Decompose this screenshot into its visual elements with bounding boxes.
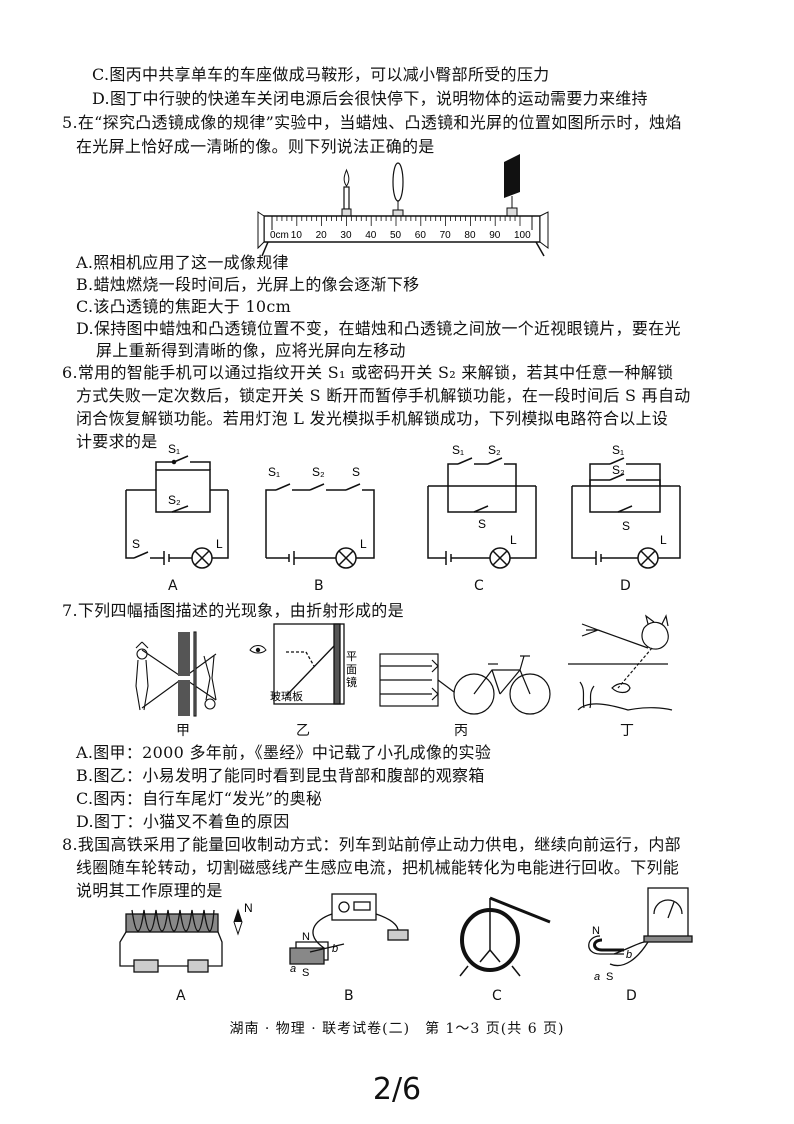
circuit-c-s2: S₂ [488, 443, 501, 457]
q5-stem-line2: 在光屏上恰好成一清晰的像。则下列说法正确的是 [76, 137, 435, 156]
q7-option-b: B.图乙：小易发明了能同时看到昆虫背部和腹部的观察箱 [76, 766, 485, 785]
ruler-tick-label: 100 [514, 230, 531, 241]
circuit-c: S₁ S₂ S L [427, 443, 537, 569]
q5-option-c: C.该凸透镜的焦距大于 10cm [76, 297, 292, 316]
circuit-a: S₁ S₂ S L [125, 442, 229, 569]
circuit-a-s2: S₂ [168, 493, 181, 507]
circuit-b-s2: S₂ [312, 465, 325, 479]
q6-stem-line3: 闭合恢复解锁功能。若用灯泡 L 发光模拟手机解锁成功，下列模拟电路符合以上设 [76, 409, 669, 428]
fig-jia-caption: 甲 [176, 723, 190, 739]
ruler-tick-label: 60 [415, 230, 427, 241]
ruler-tick-label: 40 [365, 230, 377, 241]
q5-option-d-line2: 屏上重新得到清晰的像，应将光屏向左移动 [96, 341, 406, 360]
circuit-c-s: S [478, 517, 486, 531]
page-footer: 湖南 · 物理 · 联考试卷(二) 第 1～3 页(共 6 页) [229, 1021, 565, 1037]
q8-stem-line3: 说明其工作原理的是 [76, 881, 223, 900]
circuit-b-s1: S₁ [268, 465, 280, 479]
q8-d-b: b [626, 949, 632, 961]
q8-d-a: a [594, 971, 600, 983]
ruler-tick-label: 90 [489, 230, 501, 241]
q5-option-b: B.蜡烛燃烧一段时间后，光屏上的像会逐渐下移 [76, 275, 420, 294]
ruler-tick-label: 30 [340, 230, 352, 241]
fig-ding-caption: 丁 [620, 723, 634, 739]
circuit-a-s1: S₁ [168, 442, 180, 456]
q5-option-d-line1: D.保持图中蜡烛和凸透镜位置不变，在蜡烛和凸透镜之间放一个近视眼镜片，要在光 [76, 319, 681, 338]
fig-yi-caption: 乙 [296, 723, 310, 739]
fig-yi-glass-label: 玻璃板 [270, 689, 303, 703]
q6-stem-line1: 6.常用的智能手机可以通过指纹开关 S₁ 或密码开关 S₂ 来解锁，若其中任意一… [62, 363, 674, 382]
q5-option-a: A.照相机应用了这一成像规律 [76, 253, 289, 272]
fig-bing-bike [379, 653, 551, 715]
circuit-b-l: L [360, 537, 367, 551]
circuit-d-s1: S₁ [612, 443, 624, 457]
q8-fig-a-caption: A [176, 988, 186, 1004]
q7-stem: 7.下列四幅插图描述的光现象，由折射形成的是 [62, 601, 404, 620]
q8-stem-line1: 8.我国高铁采用了能量回收制动方式：列车到站前停止动力供电，继续向前运行，内部 [62, 835, 681, 854]
q8-fig-c-caption: C [492, 988, 502, 1004]
circuit-a-s: S [132, 537, 140, 551]
ruler-tick-label: 0cm [270, 230, 289, 241]
q8-fig-c [459, 896, 551, 977]
q8-stem-line2: 线圈随车轮转动，切割磁感线产生感应电流，把机械能转化为电能进行回收。下列能 [76, 858, 680, 877]
ruler-tick-label: 10 [291, 230, 303, 241]
ruler-tick-label: 80 [464, 230, 476, 241]
q7-option-d: D.图丁：小猫叉不着鱼的原因 [76, 812, 290, 831]
circuit-b-s: S [352, 465, 360, 479]
fig-bing-caption: 丙 [454, 723, 468, 739]
q8-b-n: N [302, 931, 310, 943]
ruler-tick-label: 70 [440, 230, 452, 241]
circuit-d-caption: D [620, 578, 631, 594]
ruler-tick-label: 50 [390, 230, 402, 241]
fig-yi-mirror-label: 平面镜 [346, 651, 357, 689]
q8-fig-d: N S a b [588, 887, 693, 983]
q8-d-s: S [606, 971, 613, 983]
circuit-c-caption: C [474, 578, 484, 594]
circuit-c-l: L [510, 533, 517, 547]
page-indicator: 2/6 [372, 1072, 422, 1107]
q6-stem-line2: 方式失败一定次数后，锁定开关 S 断开而暂停手机解锁功能，在一段时间后 S 再自… [76, 386, 691, 405]
fig-jia-pinhole [135, 631, 217, 717]
fig-ding-cat [568, 614, 673, 711]
q8-fig-d-caption: D [626, 988, 637, 1004]
q7-option-c: C.图丙：自行车尾灯“发光”的奥秘 [76, 789, 323, 808]
q6-stem-line4: 计要求的是 [76, 432, 158, 451]
circuit-d-s: S [622, 519, 630, 533]
circuit-c-s1: S₁ [452, 443, 464, 457]
q8-b-b: b [332, 943, 338, 955]
fig-yi-box: 平面镜 玻璃板 [249, 623, 357, 705]
q8-fig-b: N S b a [289, 893, 409, 979]
q8-fig-a: N [119, 901, 253, 973]
circuit-b: S₁ S₂ S L [265, 465, 375, 569]
q8-d-n: N [592, 925, 600, 937]
circuit-d-l: L [660, 533, 667, 547]
circuit-a-caption: A [168, 578, 178, 594]
circuit-b-caption: B [314, 578, 324, 594]
circuit-a-l: L [216, 537, 223, 551]
q4-option-d: D.图丁中行驶的快递车关闭电源后会很快停下，说明物体的运动需要力来维持 [92, 89, 648, 108]
q5-stem-line1: 5.在“探究凸透镜成像的规律”实验中，当蜡烛、凸透镜和光屏的位置如图所示时，烛焰 [62, 113, 682, 132]
circuit-d-s2: S₂ [612, 463, 625, 477]
q7-option-a: A.图甲：2000 多年前，《墨经》中记载了小孔成像的实验 [76, 743, 492, 762]
q8-fig-b-caption: B [344, 988, 354, 1004]
ruler-tick-label: 20 [316, 230, 328, 241]
q8-a-n: N [244, 901, 253, 915]
q8-b-a: a [290, 963, 296, 975]
circuit-d: S₁ S₂ S L [571, 443, 681, 569]
q8-b-s: S [302, 967, 309, 979]
q4-option-c: C.图丙中共享单车的车座做成马鞍形，可以减小臀部所受的压力 [92, 65, 550, 84]
